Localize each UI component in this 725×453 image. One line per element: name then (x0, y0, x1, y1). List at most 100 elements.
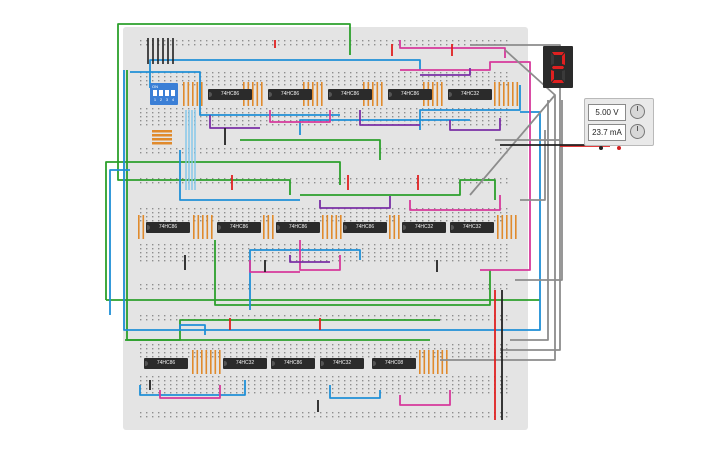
ic-chip[interactable]: 74HC32 (448, 89, 492, 100)
breadboard-hole (386, 244, 388, 246)
breadboard-hole (326, 248, 328, 250)
breadboard-hole (218, 40, 220, 42)
breadboard-hole (398, 348, 400, 350)
breadboard-hole (338, 384, 340, 386)
breadboard-hole (452, 352, 454, 354)
breadboard-hole (374, 116, 376, 118)
breadboard-hole (386, 212, 388, 214)
breadboard-hole (368, 388, 370, 390)
breadboard-hole (488, 380, 490, 382)
breadboard-hole (182, 244, 184, 246)
breadboard-hole (182, 256, 184, 258)
positive-terminal[interactable] (617, 146, 621, 150)
breadboard-hole (314, 72, 316, 74)
breadboard-hole (482, 252, 484, 254)
ic-chip[interactable]: 74HC86 (144, 358, 188, 369)
ic-chip[interactable]: 74HC32 (450, 222, 494, 233)
breadboard-hole (254, 44, 256, 46)
breadboard-hole (452, 112, 454, 114)
breadboard-hole (488, 182, 490, 184)
power-supply[interactable]: 5.00 V 23.7 mA (584, 98, 654, 150)
voltage-knob[interactable] (630, 104, 645, 119)
breadboard-hole (176, 284, 178, 286)
breadboard-hole (392, 116, 394, 118)
breadboard-hole (350, 384, 352, 386)
resistor-lead (272, 215, 274, 239)
ic-chip[interactable]: 74HC86 (388, 89, 432, 100)
breadboard-hole (500, 352, 502, 354)
breadboard-hole (194, 344, 196, 346)
breadboard-hole (422, 284, 424, 286)
breadboard-hole (248, 148, 250, 150)
segment-d (552, 80, 564, 83)
ic-chip[interactable]: 74HC86 (276, 222, 320, 233)
breadboard-hole (284, 348, 286, 350)
breadboard-hole (236, 124, 238, 126)
breadboard-hole (284, 124, 286, 126)
ic-chip[interactable]: 74HC86 (208, 89, 252, 100)
breadboard-hole (200, 116, 202, 118)
ic-chip[interactable]: 74HC86 (271, 358, 315, 369)
breadboard-hole (284, 112, 286, 114)
breadboard-hole (290, 152, 292, 154)
breadboard-hole (440, 412, 442, 414)
segment-g (552, 66, 564, 69)
ic-chip[interactable]: 74HC86 (343, 222, 387, 233)
ic-chip[interactable]: 74HC86 (146, 222, 190, 233)
breadboard-hole (506, 315, 508, 317)
breadboard-hole (398, 260, 400, 262)
breadboard-hole (326, 44, 328, 46)
breadboard-hole (338, 220, 340, 222)
breadboard-hole (482, 72, 484, 74)
breadboard-hole (182, 220, 184, 222)
ic-chip[interactable]: 74HC32 (320, 358, 364, 369)
breadboard-hole (422, 352, 424, 354)
breadboard-hole (488, 112, 490, 114)
breadboard-hole (422, 44, 424, 46)
breadboard-hole (254, 76, 256, 78)
breadboard-hole (434, 288, 436, 290)
breadboard-hole (344, 384, 346, 386)
breadboard-hole (362, 178, 364, 180)
dip-toggle[interactable] (159, 90, 163, 96)
ic-chip[interactable]: 74HC32 (223, 358, 267, 369)
seven-segment-display[interactable] (543, 46, 573, 88)
dip-switch[interactable]: ON 1 2 3 4 (150, 83, 178, 105)
breadboard-hole (194, 384, 196, 386)
breadboard-hole (140, 108, 142, 110)
breadboard-hole (254, 315, 256, 317)
breadboard-hole (218, 220, 220, 222)
breadboard-hole (344, 392, 346, 394)
breadboard-hole (140, 116, 142, 118)
breadboard-hole (284, 352, 286, 354)
ic-chip[interactable]: 74HC86 (268, 89, 312, 100)
breadboard-hole (506, 412, 508, 414)
breadboard-hole (368, 348, 370, 350)
breadboard-hole (488, 288, 490, 290)
negative-terminal[interactable] (599, 146, 603, 150)
dip-toggle[interactable] (165, 90, 169, 96)
ic-chip[interactable]: 74HC86 (217, 222, 261, 233)
breadboard-hole (266, 152, 268, 154)
breadboard-hole (404, 388, 406, 390)
breadboard-hole (242, 216, 244, 218)
ic-chip[interactable]: 74HC86 (328, 89, 372, 100)
breadboard-hole (476, 212, 478, 214)
ic-chip[interactable]: 74HC32 (402, 222, 446, 233)
breadboard-hole (464, 208, 466, 210)
breadboard-hole (176, 288, 178, 290)
breadboard-hole (230, 376, 232, 378)
dip-toggle[interactable] (153, 90, 157, 96)
breadboard-hole (428, 416, 430, 418)
breadboard-hole (314, 124, 316, 126)
ic-chip[interactable]: 74HC08 (372, 358, 416, 369)
breadboard-hole (320, 80, 322, 82)
current-knob[interactable] (630, 124, 645, 139)
breadboard-hole (194, 256, 196, 258)
breadboard-hole (404, 112, 406, 114)
dip-toggle[interactable] (171, 90, 175, 96)
breadboard-hole (338, 256, 340, 258)
breadboard-hole (332, 182, 334, 184)
breadboard-hole (302, 288, 304, 290)
breadboard-hole (170, 380, 172, 382)
